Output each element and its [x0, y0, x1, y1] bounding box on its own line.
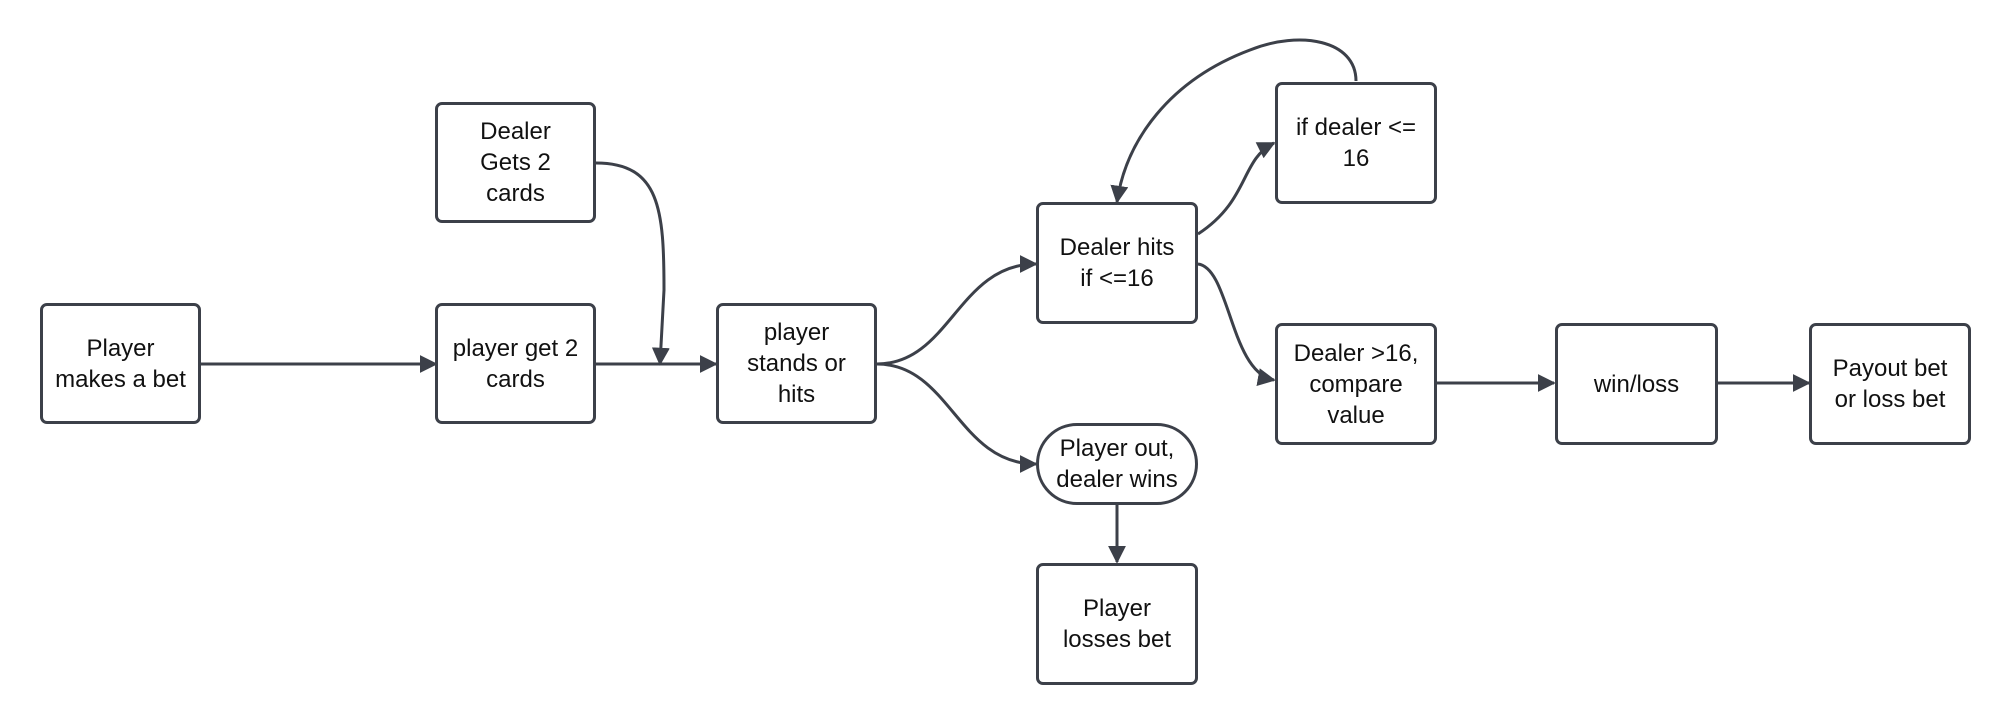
edge-dealer-hits-to-gt16: [1197, 262, 1276, 386]
node-dealer-gets-cards: Dealer Gets 2 cards: [435, 102, 596, 223]
node-player-get-cards-label: player get 2 cards: [452, 334, 579, 393]
edge-dealer-hits-to-le16: [1197, 141, 1276, 236]
node-player-loses: Player losses bet: [1036, 563, 1198, 685]
node-stands-or-hits-label: player stands or hits: [747, 319, 846, 408]
node-dealer-gets-cards-label: Dealer Gets 2 cards: [480, 118, 551, 207]
node-dealer-gt16-label: Dealer >16, compare value: [1293, 339, 1419, 429]
node-dealer-le16-label: if dealer <= 16: [1295, 114, 1417, 172]
node-player-makes-bet-label: Player makes a bet: [55, 334, 186, 393]
node-player-out-label: Player out, dealer wins: [1056, 435, 1178, 493]
edge-stands-to-dealer-hits: [876, 255, 1038, 366]
node-player-get-cards: player get 2 cards: [435, 303, 596, 424]
node-payout-label: Payout bet or loss bet: [1832, 355, 1948, 413]
node-win-loss: win/loss: [1555, 323, 1718, 445]
node-stands-or-hits: player stands or hits: [716, 303, 877, 424]
node-win-loss-label: win/loss: [1593, 370, 1680, 398]
edge-stands-to-player-out: [876, 362, 1038, 473]
edge-dealer-cards-to-merge: [595, 161, 670, 366]
node-dealer-le16: if dealer <= 16: [1275, 82, 1437, 204]
node-dealer-hits: Dealer hits if <=16: [1036, 202, 1198, 324]
edge-le16-loop-back: [1110, 38, 1358, 204]
node-player-loses-label: Player losses bet: [1062, 595, 1172, 653]
node-dealer-hits-label: Dealer hits if <=16: [1059, 234, 1175, 292]
node-payout: Payout bet or loss bet: [1809, 323, 1971, 445]
node-dealer-gt16: Dealer >16, compare value: [1275, 323, 1437, 445]
node-player-out: Player out, dealer wins: [1036, 423, 1198, 505]
node-player-makes-bet: Player makes a bet: [40, 303, 201, 424]
